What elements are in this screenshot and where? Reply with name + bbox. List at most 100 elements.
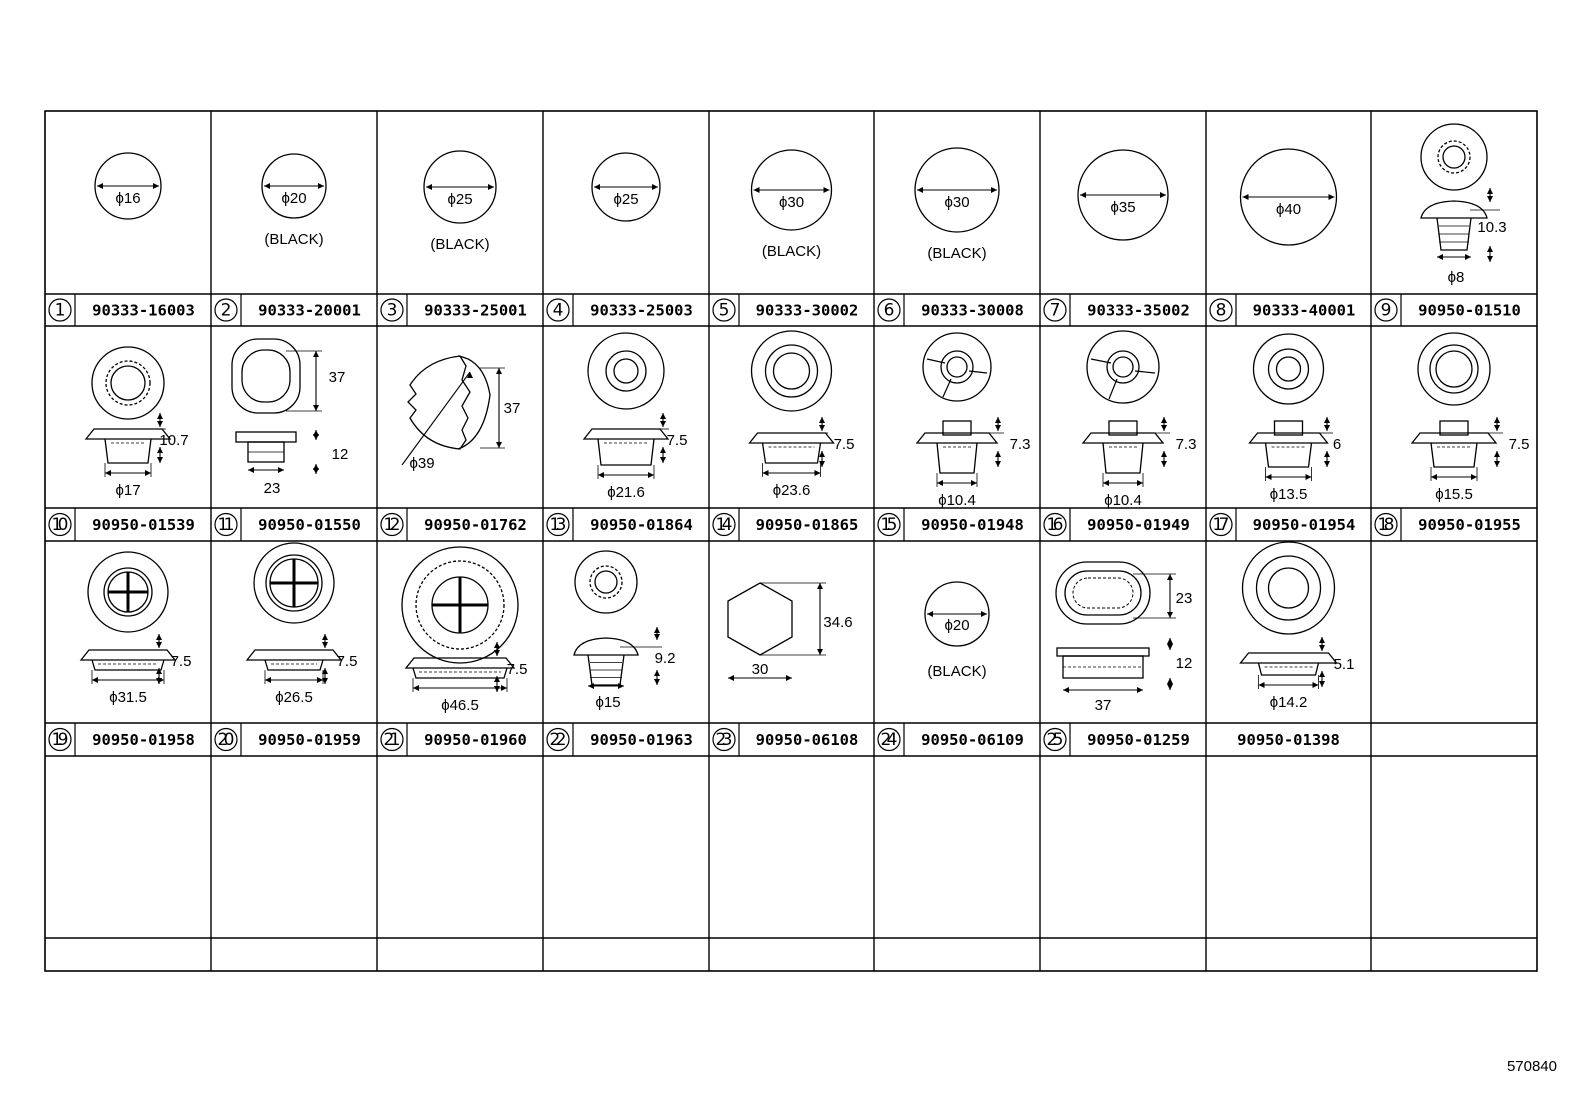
plug-drawing: ϕ16 <box>94 152 162 220</box>
item-number: 5 <box>719 301 730 321</box>
item-number: 6 <box>884 301 895 321</box>
part-number: 90950-01550 <box>258 516 361 534</box>
part-number: 90950-01955 <box>1418 516 1521 534</box>
item-number: 2 <box>221 301 232 321</box>
hex-plug-drawing: 34.6 30 <box>727 582 853 681</box>
part-number: 90950-01762 <box>424 516 527 534</box>
part-number: 90950-01958 <box>92 731 195 749</box>
part-label-row: 14 90950-01865 <box>712 508 859 541</box>
diameter-label: ϕ15 <box>595 694 620 711</box>
diameter-label: ϕ23.6 <box>773 482 811 499</box>
diameter-label: ϕ46.5 <box>441 697 479 714</box>
part-number: 90950-01959 <box>258 731 361 749</box>
item-number: 9 <box>1381 301 1392 321</box>
diameter-label: ϕ30 <box>944 194 969 211</box>
height-label: 7.5 <box>171 653 192 670</box>
part-number: 90950-01948 <box>921 516 1024 534</box>
part-number: 90333-30002 <box>756 302 859 320</box>
height-label: 6 <box>1333 436 1341 453</box>
part-number: 90333-25001 <box>424 302 527 320</box>
part-number: 90333-25003 <box>590 302 693 320</box>
grommet-drawing: 7.5 ϕ15.5 <box>1410 332 1530 503</box>
item-number: 20 <box>218 730 235 750</box>
height-label: 10.7 <box>159 432 188 449</box>
height-label: 9.2 <box>655 650 676 667</box>
diameter-label: ϕ40 <box>1276 201 1301 218</box>
plug-drawing: ϕ20 (BLACK) <box>924 581 990 680</box>
height-label: 7.5 <box>507 661 528 678</box>
color-note: (BLACK) <box>430 236 489 253</box>
plug-drawing: ϕ20(BLACK) <box>261 153 327 248</box>
diameter-label: ϕ20 <box>944 617 969 634</box>
item-number: 23 <box>716 730 733 750</box>
height-label: 7.5 <box>1509 436 1530 453</box>
height-label: 23 <box>1176 590 1193 607</box>
plug-drawing: ϕ25 <box>591 152 661 222</box>
part-label-row: 1 90333-16003 <box>48 294 195 326</box>
plug-drawing: ϕ25 (BLACK) <box>423 150 497 253</box>
part-label-row: 20 90950-01959 <box>214 723 361 756</box>
part-number: 90333-30008 <box>921 302 1024 320</box>
height-label: 7.5 <box>834 436 855 453</box>
part-number: 90950-01960 <box>424 731 527 749</box>
part-number: 90950-06109 <box>921 731 1024 749</box>
part-label-row: 90950-01398 <box>1237 731 1340 749</box>
plug-drawing: 9.2 ϕ15 <box>573 550 676 711</box>
item-number: 25 <box>1047 730 1064 750</box>
diameter-label: ϕ30 <box>779 194 804 211</box>
item-number: 1 <box>55 301 66 321</box>
part-label-row: 24 90950-06109 <box>877 723 1024 756</box>
item-number: 17 <box>1213 515 1230 535</box>
height-label: 37 <box>329 369 346 386</box>
item-number: 4 <box>553 301 564 321</box>
part-number: 90950-01539 <box>92 516 195 534</box>
part-label-row: 10 90950-01539 <box>48 508 195 541</box>
width-label: 30 <box>752 661 769 678</box>
height-label: 5.1 <box>1334 656 1355 673</box>
part-number: 90950-01963 <box>590 731 693 749</box>
height-label: 7.3 <box>1176 436 1197 453</box>
item-number: 14 <box>716 515 733 535</box>
item-number: 10 <box>52 515 69 535</box>
diameter-label: ϕ8 <box>1448 269 1465 286</box>
part-number: 90950-01864 <box>590 516 693 534</box>
part-label-row: 25 90950-01259 <box>1043 723 1190 756</box>
grommet-drawing: 7.5 ϕ46.5 <box>401 546 528 714</box>
color-note: (BLACK) <box>927 245 986 262</box>
item-number: 11 <box>218 515 235 535</box>
diameter-label: ϕ35 <box>1110 199 1135 216</box>
item-number: 24 <box>881 730 898 750</box>
color-note: (BLACK) <box>927 663 986 680</box>
diameter-label: ϕ15.5 <box>1435 486 1473 503</box>
diameter-label: ϕ25 <box>447 191 472 208</box>
part-label-row: 5 90333-30002 <box>712 294 859 326</box>
height-label: 12 <box>1176 655 1193 672</box>
part-number: 90950-01259 <box>1087 731 1190 749</box>
diameter-label: ϕ10.4 <box>938 492 976 509</box>
width-label: 23 <box>264 480 281 497</box>
part-label-row: 4 90333-25003 <box>546 294 693 326</box>
diameter-label: ϕ16 <box>115 190 140 207</box>
part-number: 90333-16003 <box>92 302 195 320</box>
item-number: 8 <box>1216 301 1227 321</box>
item-number: 15 <box>881 515 898 535</box>
item-number: 3 <box>387 301 398 321</box>
item-number: 7 <box>1050 301 1061 321</box>
height-label: 34.6 <box>823 614 852 631</box>
part-label-row: 6 90333-30008 <box>877 294 1024 326</box>
part-number: 90950-01865 <box>756 516 859 534</box>
